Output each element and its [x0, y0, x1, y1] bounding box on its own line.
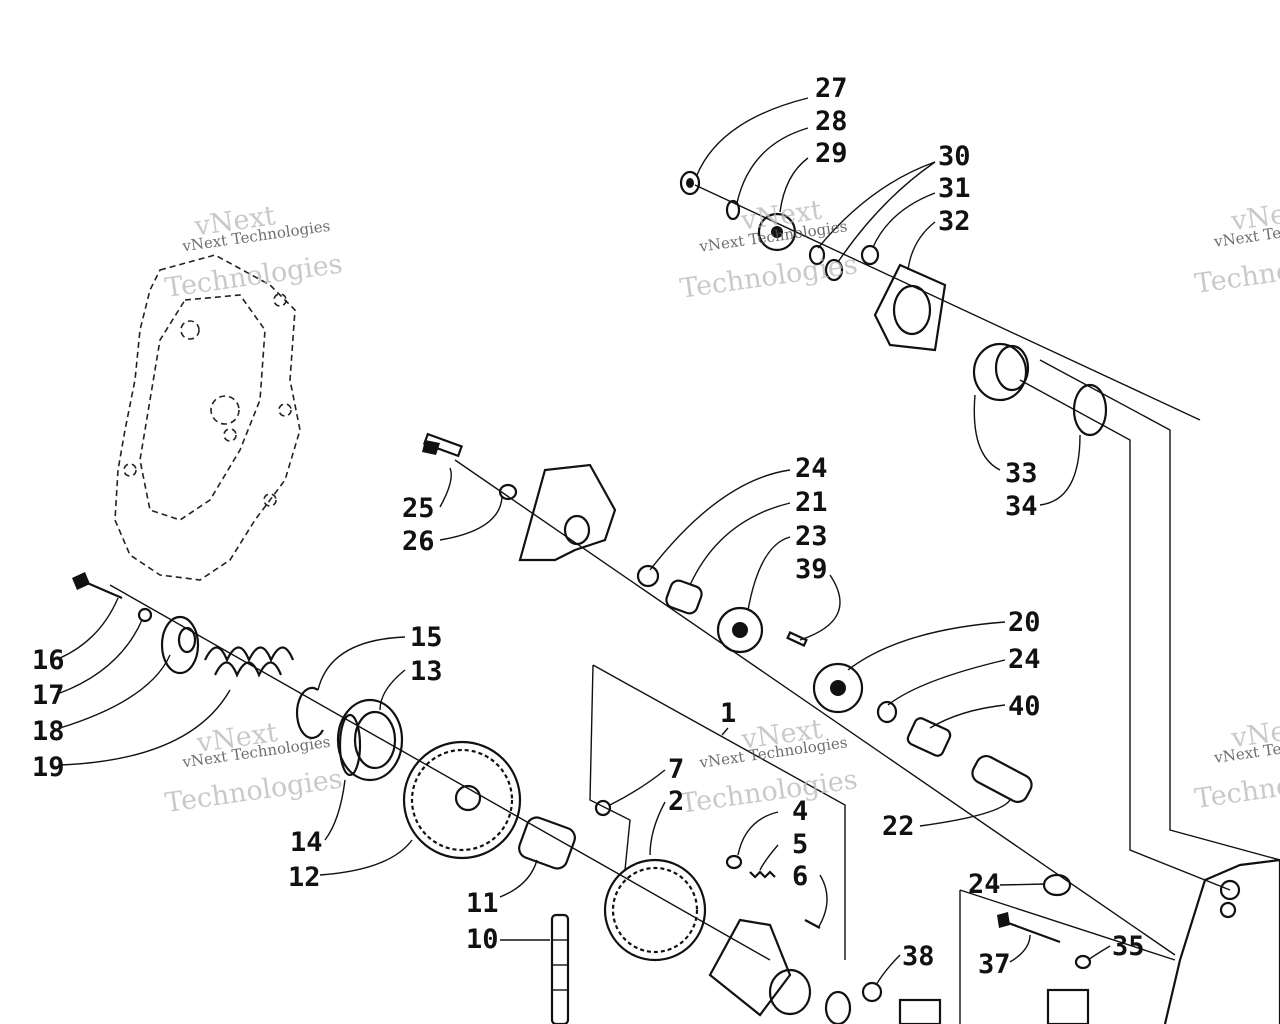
- watermark-line3: Technologies: [163, 248, 344, 304]
- callout-30: 30: [938, 141, 971, 172]
- callout-10: 10: [466, 924, 499, 955]
- callout-40: 40: [1008, 691, 1041, 722]
- callout-22: 22: [882, 811, 915, 842]
- callout-38: 38: [902, 941, 935, 972]
- callout-11: 11: [466, 888, 499, 919]
- callout-37: 37: [978, 949, 1011, 980]
- callout-labels: 27 28 29 30 31 32 33 34 24 21 23 39 20 2…: [32, 73, 1145, 980]
- callout-4: 4: [792, 796, 808, 827]
- callout-16: 16: [32, 645, 65, 676]
- callout-1: 1: [720, 698, 736, 729]
- callout-29: 29: [815, 138, 848, 169]
- watermark-group-1: vNext vNext Technologies Technologies: [163, 200, 344, 304]
- callout-20: 20: [1008, 607, 1041, 638]
- watermark-group-6: vNext vNext Technologies Technologies: [1193, 712, 1280, 815]
- watermark-line3: Technologies: [1193, 759, 1280, 815]
- callout-24: 24: [1008, 644, 1041, 675]
- callout-13: 13: [410, 656, 443, 687]
- callout-34: 34: [1005, 491, 1038, 522]
- callout-24: 24: [795, 453, 828, 484]
- watermark-line3: Technologies: [678, 764, 859, 820]
- callout-15: 15: [410, 622, 443, 653]
- callout-32: 32: [938, 206, 971, 237]
- watermark-line3: Technologies: [678, 249, 859, 305]
- callout-26: 26: [402, 526, 435, 557]
- callout-18: 18: [32, 716, 65, 747]
- callout-39: 39: [795, 554, 828, 585]
- callout-31: 31: [938, 173, 971, 204]
- callout-24: 24: [968, 869, 1001, 900]
- callout-33: 33: [1005, 458, 1038, 489]
- leader-lines: [59, 97, 1111, 986]
- callout-6: 6: [792, 861, 808, 892]
- callout-5: 5: [792, 829, 808, 860]
- callout-17: 17: [32, 680, 65, 711]
- callout-7: 7: [668, 754, 684, 785]
- watermark-group-5: vNext vNext Technologies Technologies: [678, 714, 859, 820]
- callout-35: 35: [1112, 931, 1145, 962]
- watermark-group-3: vNext vNext Technologies Technologies: [1193, 195, 1280, 300]
- watermark-line3: Technologies: [1193, 244, 1280, 300]
- callout-19: 19: [32, 752, 65, 783]
- callout-14: 14: [290, 827, 323, 858]
- callout-2: 2: [668, 786, 684, 817]
- part-drawings: [72, 170, 1280, 1024]
- gear-case-cover-dashed: [114, 254, 301, 581]
- watermark-line3: Technologies: [163, 763, 344, 819]
- callout-28: 28: [815, 106, 848, 137]
- callout-25: 25: [402, 493, 435, 524]
- callout-27: 27: [815, 73, 848, 104]
- callout-21: 21: [795, 487, 828, 518]
- callout-12: 12: [288, 862, 321, 893]
- callout-23: 23: [795, 521, 828, 552]
- watermark-group-4: vNext vNext Technologies Technologies: [163, 717, 344, 819]
